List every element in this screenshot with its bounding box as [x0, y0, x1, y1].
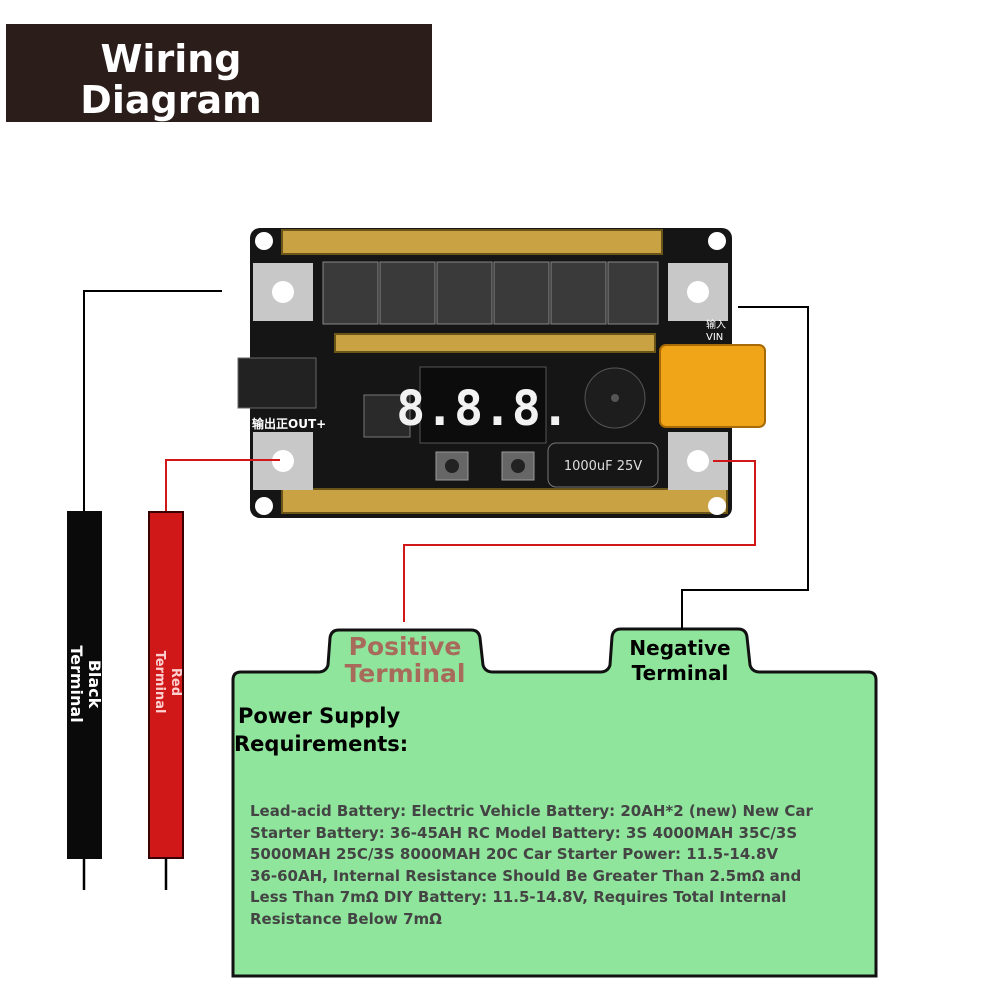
copper-bar-top: [281, 229, 663, 255]
copper-bar-bottom: [281, 488, 728, 514]
xt60-connector: [659, 344, 766, 428]
mount-hole-br: [708, 497, 726, 515]
pad-hole-tl: [272, 281, 294, 303]
spot-welder-board: 8.8.8. 1000uF 25V 输出正OUT+ 输入 VIN: [237, 228, 766, 518]
negative-terminal-tab: Negative Terminal: [608, 636, 752, 686]
red-wire: [165, 459, 280, 511]
label-output-positive: 输出正OUT+: [252, 416, 326, 431]
mosfet: [322, 261, 379, 325]
negative-tab-line2: Terminal: [631, 661, 729, 685]
requirements-heading-line2: Requirements:: [234, 732, 409, 756]
tact-switch-2-cap: [511, 459, 525, 473]
tact-switch-1-cap: [445, 459, 459, 473]
label-input: 输入: [706, 318, 726, 331]
black-wire: [83, 290, 222, 511]
title-line-1: Wiring: [100, 37, 242, 81]
red-terminal-label-line1: Red: [168, 667, 183, 697]
requirements-line: 5000MAH 25C/3S 8000MAH 20C Car Starter P…: [250, 845, 779, 863]
requirements-line: 36-60AH, Internal Resistance Should Be G…: [250, 866, 802, 885]
red-terminal-label: Red Terminal: [149, 637, 183, 727]
requirements-line: Lead-acid Battery: Electric Vehicle Batt…: [250, 802, 813, 820]
pad-hole-br: [687, 450, 709, 472]
ic-chip: [363, 394, 411, 438]
requirements-panel: [231, 627, 878, 978]
seven-seg-display: [419, 366, 547, 444]
positive-terminal-tab: Positive Terminal: [326, 633, 484, 687]
mosfet: [550, 261, 607, 325]
dc-jack: [237, 357, 317, 409]
black-terminal-label-line1: Black: [85, 659, 104, 709]
title-line-2: Diagram: [80, 78, 262, 122]
mosfet: [379, 261, 436, 325]
red-terminal-label-line2: Terminal: [152, 650, 167, 714]
requirements-heading-line1: Power Supply: [238, 704, 401, 728]
positive-tab-line1: Positive: [348, 632, 462, 661]
black-terminal-label: Black Terminal: [65, 634, 104, 734]
capacitor-label: 1000uF 25V: [564, 459, 642, 474]
mosfet: [607, 261, 659, 325]
tact-switch-2: [501, 451, 535, 481]
buzzer-hole: [611, 394, 619, 402]
label-vin: VIN: [706, 332, 723, 343]
negative-lead-wire: [681, 306, 809, 630]
mount-hole-tr: [708, 232, 726, 250]
black-probe: [67, 511, 102, 859]
requirements-line: Less Than 7mΩ DIY Battery: 11.5-14.8V, R…: [250, 888, 787, 906]
requirements-heading: Power Supply Requirements:: [234, 702, 408, 758]
mount-hole-bl: [255, 497, 273, 515]
display-digits: 8.8.8.: [396, 381, 569, 437]
negative-tab-line1: Negative: [629, 636, 731, 660]
mosfet: [493, 261, 550, 325]
capacitor: [547, 442, 659, 488]
positive-lead-wire: [403, 460, 756, 622]
title-banner: Wiring Diagram: [6, 24, 432, 122]
pad-hole-bl: [272, 450, 294, 472]
mosfet: [436, 261, 493, 325]
requirements-line: Resistance Below 7mΩ: [250, 909, 442, 928]
tact-switch-1: [435, 451, 469, 481]
requirements-body: Lead-acid Battery: Electric Vehicle Batt…: [250, 801, 870, 930]
pad-hole-tr: [687, 281, 709, 303]
mosfet-row: [322, 261, 659, 325]
positive-tab-line2: Terminal: [344, 659, 466, 688]
copper-bar-middle: [334, 333, 656, 353]
requirements-line: Starter Battery: 36-45AH RC Model Batter…: [250, 823, 798, 842]
mount-hole-tl: [255, 232, 273, 250]
black-terminal-label-line2: Terminal: [67, 645, 86, 723]
